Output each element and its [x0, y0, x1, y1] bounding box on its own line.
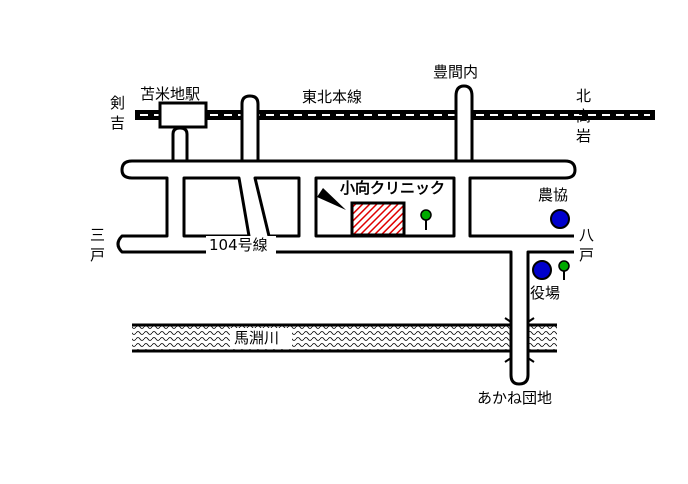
kitatakaiwa-label-2: 高	[576, 107, 591, 125]
tree-icon	[558, 260, 570, 280]
station-label: 苫米地駅	[140, 85, 200, 103]
kitatakaiwa-label-3: 岩	[576, 127, 591, 145]
river	[132, 323, 557, 353]
clinic-building	[350, 201, 406, 237]
kenyoshi-label-2: 吉	[110, 114, 125, 132]
station-building	[158, 101, 208, 129]
road-toyomanai	[454, 84, 474, 179]
yakuba-marker	[532, 260, 552, 280]
kenyoshi-label-1: 剣	[110, 94, 125, 112]
sannohe-label-1: 三	[90, 226, 105, 244]
clinic-arrow-icon	[317, 188, 346, 210]
yakuba-label: 役場	[530, 284, 560, 302]
route104-label: 104号線	[209, 236, 268, 254]
kitatakaiwa-label-1: 北	[576, 87, 591, 105]
rail-label: 東北本線	[302, 88, 362, 106]
tree-icon	[420, 209, 432, 230]
sannohe-label-2: 戸	[90, 246, 105, 264]
river-label: 馬淵川	[234, 329, 279, 347]
hachinohe-label-2: 戸	[579, 246, 594, 264]
toyomanai-label: 豊間内	[433, 63, 478, 81]
nokyo-marker	[550, 209, 570, 229]
akane-label: あかね団地	[477, 389, 552, 407]
nokyo-label: 農協	[538, 186, 568, 204]
road-north-mid	[240, 94, 260, 179]
bridge	[504, 317, 535, 363]
railway-line	[135, 110, 655, 120]
hachinohe-label-1: 八	[579, 226, 594, 244]
clinic-label: 小向クリニック	[340, 179, 445, 197]
